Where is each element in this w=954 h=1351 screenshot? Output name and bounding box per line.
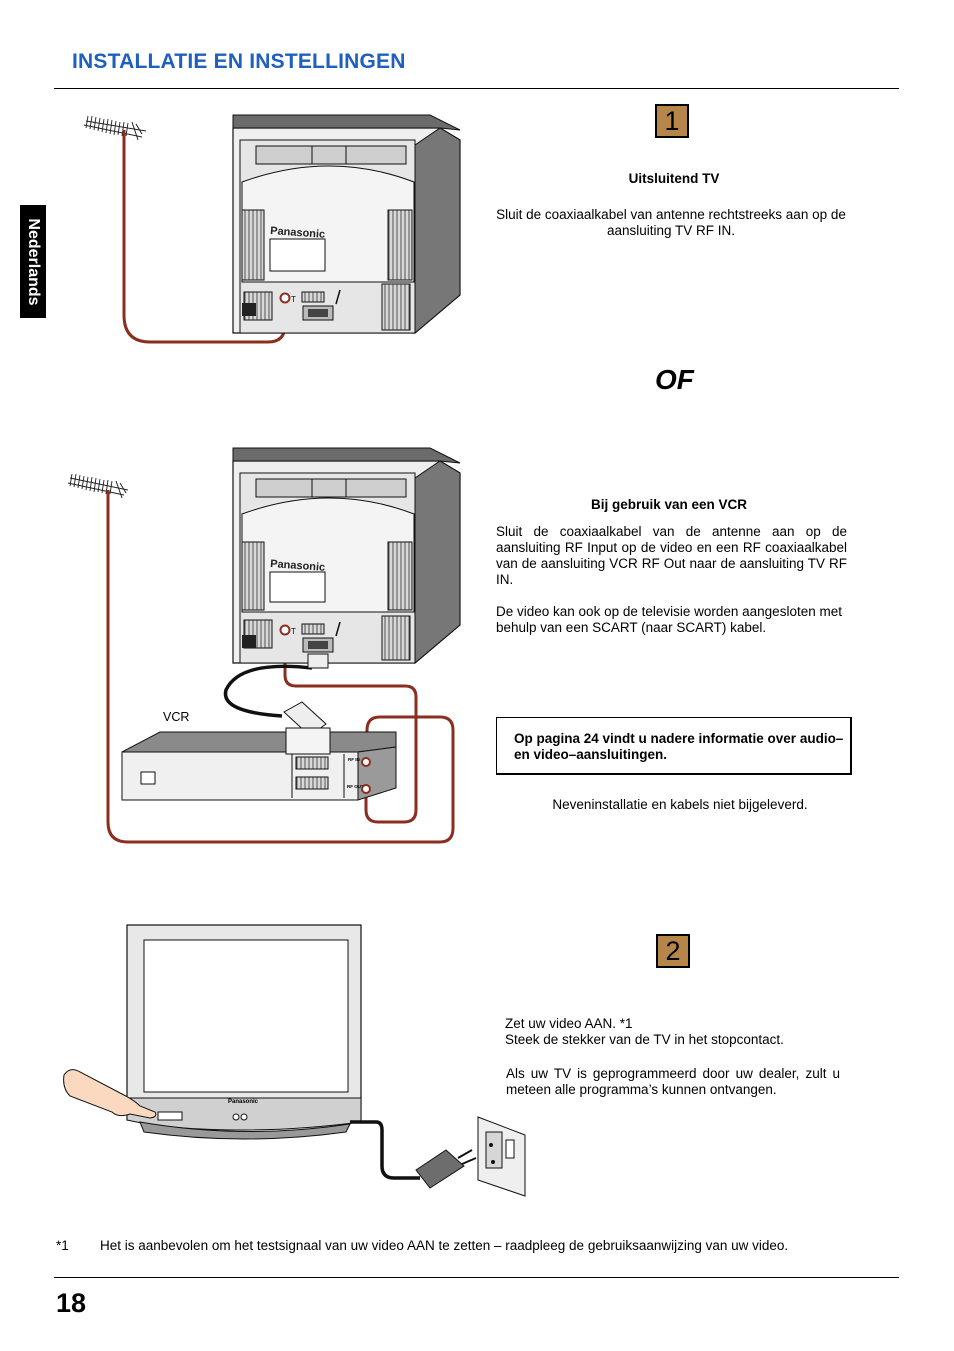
- power-plug-icon: [415, 1149, 477, 1189]
- step-2-line-3: Als uw TV is geprogrammeerd door uw deal…: [506, 1066, 840, 1097]
- vcr-paragraph-1: Sluit de coaxiaalkabel van de antenne aa…: [496, 524, 847, 587]
- scart-cable: [223, 664, 313, 718]
- brand-label-rear-1: Panasonic: [270, 225, 326, 241]
- tv-rear-unit-1: Panasonic T: [232, 114, 461, 335]
- wall-outlet-icon: [477, 1116, 526, 1197]
- brand-label-rear-2: Panasonic: [270, 558, 326, 574]
- antenna-jack-label-2: T: [291, 627, 296, 636]
- bottom-divider: [54, 1277, 899, 1278]
- brand-label-front: Panasonic: [228, 1099, 259, 1105]
- vcr-unit: RF IN RF OUT: [121, 701, 397, 801]
- page-number: 18: [56, 1288, 87, 1318]
- footnote-marker: *1: [56, 1238, 69, 1253]
- rf-out-label: RF OUT: [347, 784, 364, 789]
- page-title: INSTALLATIE EN INSTELLINGEN: [72, 50, 406, 73]
- step-1-heading: Uitsluitend TV: [628, 171, 720, 186]
- tv-rear-unit-2: Panasonic T: [232, 447, 461, 669]
- info-note-box: Op pagina 24 vindt u nadere informatie o…: [496, 717, 852, 775]
- accessories-note: Neveninstallatie en kabels niet bijgelev…: [552, 797, 808, 812]
- vcr-paragraph-2: De video kan ook op de televisie worden …: [496, 604, 842, 635]
- or-separator: OF: [655, 364, 694, 395]
- vcr-heading: Bij gebruik van een VCR: [590, 497, 748, 512]
- antenna-jack-label-1: T: [291, 295, 296, 304]
- top-divider: [54, 88, 899, 89]
- hand-icon: [63, 1069, 157, 1119]
- power-cord: [350, 1120, 420, 1180]
- step-1-text: Sluit de coaxiaalkabel van antenne recht…: [496, 207, 846, 238]
- language-tab: Nederlands: [20, 205, 46, 318]
- antenna-to-vcr-cable: [106, 490, 455, 844]
- vcr-label: VCR: [163, 710, 189, 724]
- info-note-text: Op pagina 24 vindt u nadere informatie o…: [514, 731, 844, 762]
- vcr-to-tv-cable: [283, 632, 418, 824]
- step-2-badge: 2: [656, 934, 690, 968]
- tv-front-unit: Panasonic: [126, 924, 362, 1140]
- step-2-line-1: Zet uw video AAN. *1: [505, 1016, 633, 1031]
- step-2-line-2: Steek de stekker van de TV in het stopco…: [505, 1032, 784, 1047]
- rf-in-label: RF IN: [348, 757, 360, 762]
- step-1-badge: 1: [655, 104, 689, 138]
- antenna-icon-2: [67, 473, 129, 499]
- antenna-icon: [83, 115, 147, 141]
- footnote-text: Het is aanbevolen om het testsignaal van…: [100, 1238, 789, 1253]
